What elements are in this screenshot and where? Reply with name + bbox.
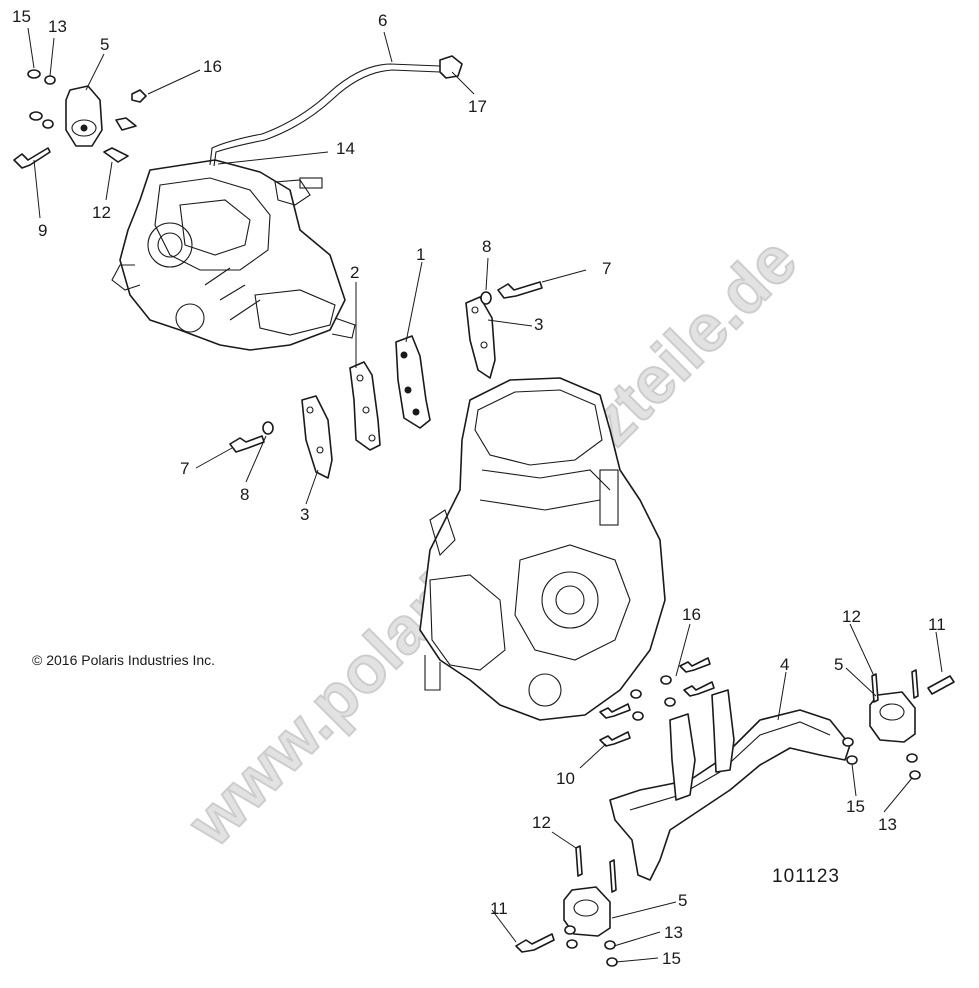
callout-15: 15 bbox=[846, 797, 865, 816]
transmission bbox=[111, 159, 356, 351]
callout-14: 14 bbox=[336, 139, 355, 158]
callout-7: 7 bbox=[180, 459, 190, 478]
copyright-notice: © 2016 Polaris Industries Inc. bbox=[32, 652, 216, 668]
breather-hose bbox=[209, 55, 463, 167]
diagram-id: 101123 bbox=[772, 866, 840, 887]
mount-brackets bbox=[301, 296, 496, 479]
callout-2: 2 bbox=[350, 263, 360, 282]
callout-5: 5 bbox=[678, 891, 688, 910]
callout-16: 16 bbox=[682, 605, 701, 624]
callout-5: 5 bbox=[100, 35, 110, 54]
bolts-and-washers bbox=[229, 281, 543, 453]
crossmember bbox=[609, 689, 851, 881]
right-mount bbox=[842, 669, 955, 780]
bottom-mount bbox=[515, 845, 618, 967]
callout-8: 8 bbox=[482, 237, 492, 256]
callout-11: 11 bbox=[490, 899, 508, 918]
callout-11: 11 bbox=[928, 615, 946, 634]
callout-12: 12 bbox=[92, 203, 111, 222]
engine bbox=[419, 377, 666, 721]
callout-17: 17 bbox=[468, 97, 487, 116]
center-hardware bbox=[599, 657, 715, 747]
callout-5: 5 bbox=[834, 655, 844, 674]
callout-15: 15 bbox=[662, 949, 681, 968]
callout-12: 12 bbox=[842, 607, 861, 626]
callout-4: 4 bbox=[780, 655, 790, 674]
callout-3: 3 bbox=[300, 505, 310, 524]
callout-1: 1 bbox=[416, 245, 426, 264]
leader-lines bbox=[27, 27, 943, 963]
callout-13: 13 bbox=[48, 17, 67, 36]
callout-9: 9 bbox=[38, 221, 48, 240]
top-mount-hardware bbox=[13, 69, 147, 169]
callout-6: 6 bbox=[378, 11, 388, 30]
callout-7: 7 bbox=[602, 259, 612, 278]
callout-12: 12 bbox=[532, 813, 551, 832]
callout-15: 15 bbox=[12, 7, 31, 26]
callout-3: 3 bbox=[534, 315, 544, 334]
callout-8: 8 bbox=[240, 485, 250, 504]
callout-13: 13 bbox=[664, 923, 683, 942]
callout-10: 10 bbox=[556, 769, 575, 788]
callout-16: 16 bbox=[203, 57, 222, 76]
callout-13: 13 bbox=[878, 815, 897, 834]
